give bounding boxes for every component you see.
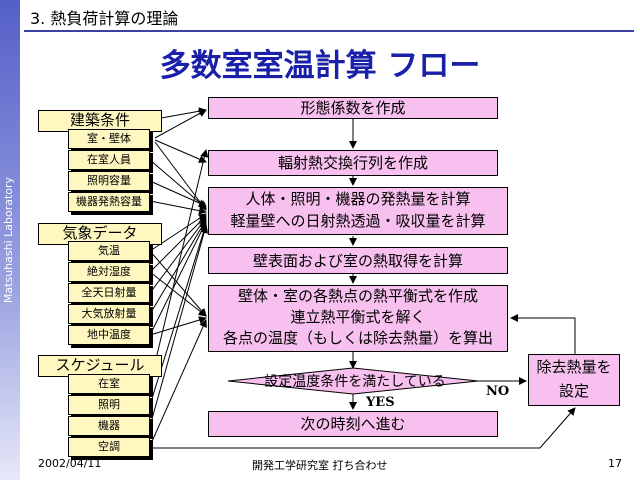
step-heat-balance: 壁体・室の各熱点の熱平衡式を作成 連立熱平衡式を解く 各点の温度（もしくは除去熱… bbox=[208, 285, 508, 352]
input-building-3: 機器発熱容量 bbox=[68, 192, 150, 212]
side-line1: 除去熱量を bbox=[536, 358, 612, 376]
step-set-removal-heat: 除去熱量を 設定 bbox=[528, 354, 620, 406]
input-weather-3: 大気放射量 bbox=[68, 304, 150, 324]
step5-line2: 連立熱平衡式を解く bbox=[290, 308, 426, 326]
input-schedule-2: 機器 bbox=[68, 416, 150, 436]
footer-date: 2002/04/11 bbox=[38, 457, 102, 470]
input-weather-4: 地中温度 bbox=[68, 325, 150, 345]
step-next-time: 次の時刻へ進む bbox=[208, 411, 498, 437]
yes-label: YES bbox=[366, 395, 395, 410]
group-weather: 気象データ bbox=[38, 223, 162, 245]
input-weather-2: 全天日射量 bbox=[68, 283, 150, 303]
step-heat-gain: 壁表面および室の熱取得を計算 bbox=[208, 247, 508, 274]
input-schedule-0: 在室 bbox=[68, 374, 150, 394]
step-shape-factor: 形態係数を作成 bbox=[208, 97, 498, 119]
decision-diamond bbox=[227, 367, 479, 395]
step3-line1: 人体・照明・機器の発熱量を計算 bbox=[245, 190, 471, 208]
input-weather-0: 気温 bbox=[68, 241, 150, 261]
input-schedule-1: 照明 bbox=[68, 395, 150, 415]
step-heat-generation: 人体・照明・機器の発熱量を計算 軽量壁への日射熱透過・吸収量を計算 bbox=[208, 187, 508, 235]
input-weather-1: 絶対湿度 bbox=[68, 262, 150, 282]
side-line2: 設定 bbox=[558, 382, 589, 400]
section-title: 3. 熱負荷計算の理論 bbox=[30, 9, 179, 28]
slide-title: 多数室室温計算 フロー bbox=[159, 48, 481, 84]
step5-line1: 壁体・室の各熱点の熱平衡式を作成 bbox=[237, 287, 478, 305]
header-rule bbox=[24, 2, 634, 32]
decision-label: 設定温度条件を満たしている bbox=[264, 374, 446, 390]
page-number: 17 bbox=[608, 457, 622, 470]
sidebar-band: Matsuhashi Laboratory bbox=[0, 0, 20, 480]
no-label: NO bbox=[486, 384, 510, 399]
input-building-2: 照明容量 bbox=[68, 171, 150, 191]
step3-line2: 軽量壁への日射熱透過・吸収量を計算 bbox=[230, 212, 486, 230]
input-building-1: 在室人員 bbox=[68, 150, 150, 170]
step-radiation-matrix: 輻射熱交換行列を作成 bbox=[208, 150, 498, 176]
footer-meeting: 開発工学研究室 打ち合わせ bbox=[252, 459, 388, 472]
input-building-0: 室・壁体 bbox=[68, 129, 150, 149]
input-schedule-3: 空調 bbox=[68, 437, 150, 457]
step5-line3: 各点の温度（もしくは除去熱量）を算出 bbox=[222, 329, 493, 347]
